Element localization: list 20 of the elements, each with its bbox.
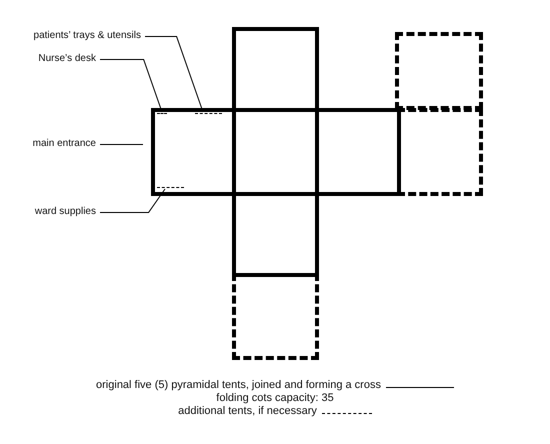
legend-text: original five (5) pyramidal tents, joined and forming a cross <box>96 379 381 391</box>
tent-outline <box>232 108 319 196</box>
legend-text: additional tents, if necessary <box>178 405 317 417</box>
leader-line <box>144 36 204 112</box>
note-text: folding cots capacity: 35 <box>216 392 334 404</box>
leader-line <box>100 59 162 112</box>
leader-line <box>100 188 166 213</box>
additional-tent-outline <box>395 32 483 110</box>
area-marker <box>157 113 167 114</box>
tent-outline <box>232 27 319 108</box>
callout-label: Nurse’s desk <box>0 53 96 66</box>
callout-label: main entrance <box>0 138 96 151</box>
callout-label: patients’ trays & utensils <box>0 30 141 43</box>
leader-line <box>100 144 144 145</box>
tent-outline <box>232 196 319 277</box>
area-marker <box>157 187 184 188</box>
area-marker <box>195 113 222 114</box>
tent-outline <box>319 108 401 196</box>
callout-label: ward supplies <box>0 206 96 219</box>
tent-outline <box>151 108 232 196</box>
